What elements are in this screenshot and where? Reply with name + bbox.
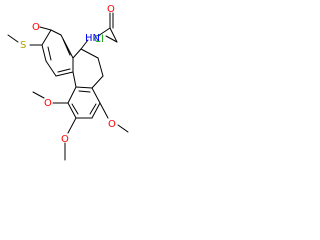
bond-ch2-ch2 <box>97 57 104 77</box>
atom-labels: Cl O HN O S O O O <box>20 4 116 145</box>
bond-ch2-aromatic <box>91 75 104 89</box>
bond-ring-5 <box>55 71 74 77</box>
bond-ketone-c <box>50 29 62 36</box>
bond-carbonyl-n <box>97 27 111 37</box>
sulfur-label: S <box>20 40 26 51</box>
bond-cl-ch2 <box>105 35 118 43</box>
bond-benz-double-3 <box>71 103 79 115</box>
bonds <box>7 12 129 161</box>
bond-ring-double-3 <box>62 38 71 56</box>
chlorine-label: Cl <box>94 34 104 45</box>
bond-c7-ch2 <box>80 48 99 59</box>
bond-benz-2 <box>91 87 101 104</box>
bond-c7-ring <box>72 48 82 59</box>
bond-benz-3 <box>91 102 101 119</box>
bond-benz-5 <box>67 102 77 119</box>
methoxy-oxygen-2-label: O <box>61 134 69 145</box>
bond-ketone-o <box>39 26 52 31</box>
amide-oxygen-label: O <box>107 4 115 15</box>
methoxy-oxygen-1-label: O <box>44 98 52 109</box>
chemical-structure-diagram: Cl O HN O S O O O <box>7 4 129 161</box>
bond-ring-c1 <box>60 34 74 59</box>
bond-n-c7 <box>80 39 89 50</box>
bond-ome3-ch3 <box>117 124 129 133</box>
methoxy-oxygen-3-label: O <box>108 119 116 130</box>
bond-benz-double-2 <box>89 103 97 115</box>
bond-benz-1 <box>75 86 93 89</box>
bond-ring-2 <box>41 29 52 46</box>
bond-benz-6 <box>67 86 77 104</box>
bond-s-ch3 <box>7 34 19 43</box>
bond-ring-4 <box>45 60 57 77</box>
ketone-oxygen-label: O <box>32 22 40 33</box>
bond-ch2-carbonyl <box>109 27 118 43</box>
bond-ome1-ch3 <box>32 91 45 99</box>
bond-biaryl <box>72 71 77 88</box>
bond-ome3-o <box>99 102 109 119</box>
bond-ring-3 <box>41 44 47 62</box>
bond-benz-double-1 <box>78 90 91 93</box>
bond-ring-double-1 <box>47 46 52 61</box>
amide-nitrogen-label: HN <box>85 33 100 44</box>
bond-ring-double-2 <box>57 68 71 73</box>
bond-ome2-o <box>67 117 77 134</box>
